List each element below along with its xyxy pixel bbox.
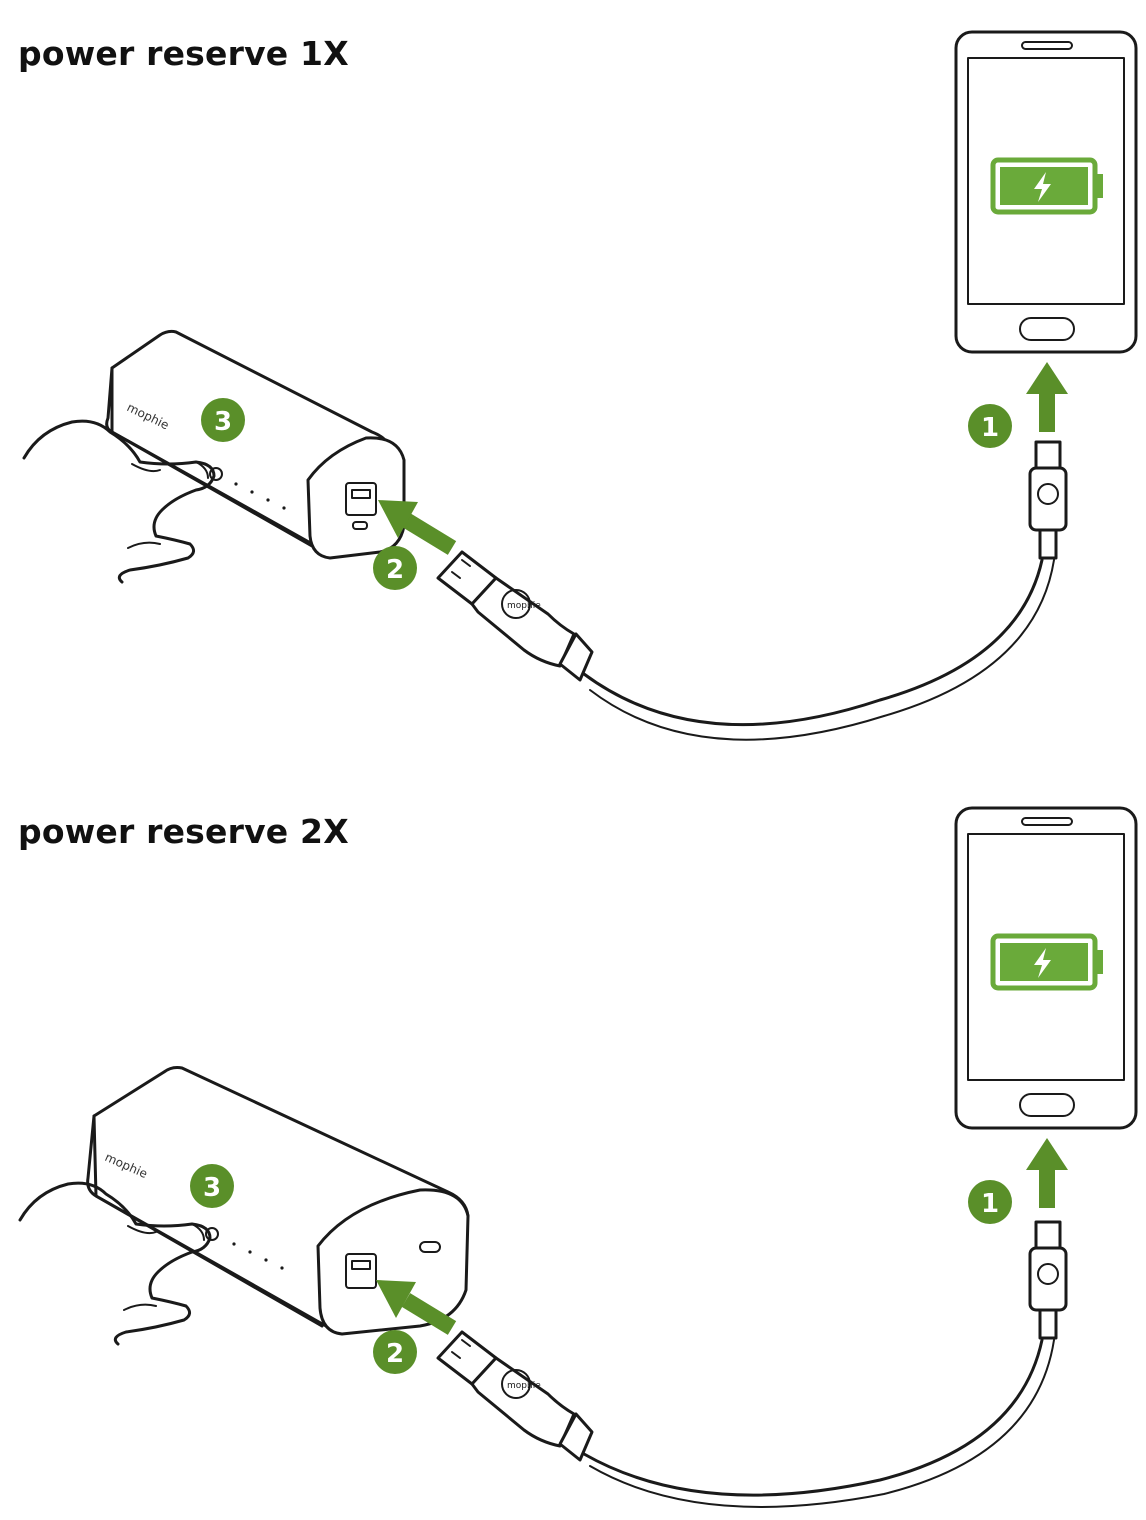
usb-cable-plug: mophie: [436, 550, 594, 682]
svg-text:3: 3: [214, 407, 232, 437]
battery-charging-icon: [990, 157, 1103, 215]
step-1-badge: 1: [968, 1180, 1012, 1224]
step-2-badge: 2: [373, 1330, 417, 1374]
micro-usb-plug: [1028, 440, 1068, 560]
svg-text:2: 2: [386, 1339, 404, 1369]
step-3-badge: 3: [201, 398, 245, 442]
panel-power-reserve-1x: power reserve 1X: [18, 30, 1138, 741]
usb-cable-plug: mophie: [436, 1330, 594, 1462]
cable-logo: mophie: [507, 601, 541, 611]
panel-title: power reserve 1X: [18, 34, 349, 73]
panel-power-reserve-2x: power reserve 2X: [0, 760, 1146, 1520]
arrow-left-icon: [378, 500, 457, 555]
cable: [582, 558, 1044, 727]
svg-text:1: 1: [981, 1189, 999, 1219]
illustration-1x: mophie mophie: [22, 30, 1138, 741]
arrow-up-icon: [1026, 362, 1068, 432]
step-2-badge: 2: [373, 546, 417, 590]
svg-text:2: 2: [386, 555, 404, 585]
battery-charging-icon: [990, 933, 1103, 991]
hand: [18, 1181, 212, 1346]
hand: [22, 419, 216, 584]
power-bank: mophie: [86, 1066, 470, 1336]
arrow-up-icon: [1026, 1138, 1068, 1208]
micro-usb-plug: [1028, 1220, 1068, 1340]
cable-logo: mophie: [507, 1381, 541, 1391]
step-3-badge: 3: [190, 1164, 234, 1208]
cable: [582, 1338, 1044, 1497]
power-bank: mophie: [105, 329, 406, 560]
svg-text:3: 3: [203, 1173, 221, 1203]
svg-text:1: 1: [981, 413, 999, 443]
panel-title: power reserve 2X: [18, 812, 349, 851]
step-1-badge: 1: [968, 404, 1012, 448]
arrow-left-icon: [376, 1280, 457, 1335]
illustration-2x: mophie mophie: [18, 806, 1138, 1508]
